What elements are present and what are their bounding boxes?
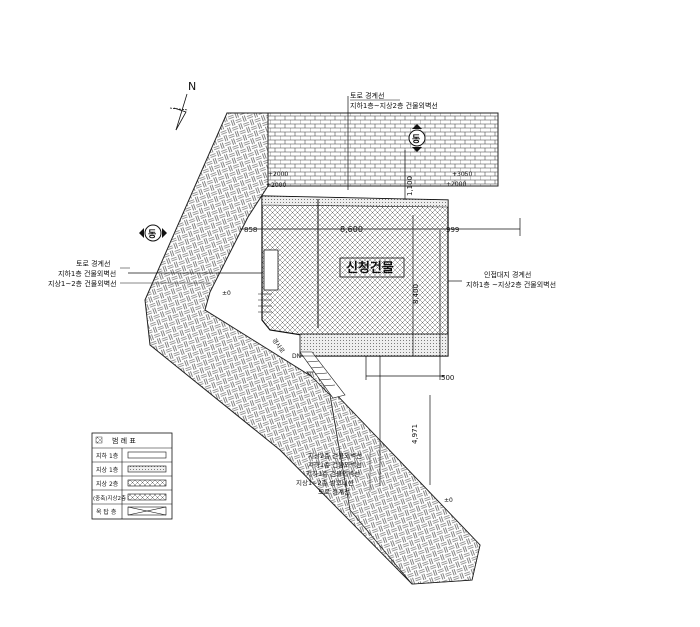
dim-diagonal: 4,971 (411, 424, 419, 444)
dim-right-setback: 999 (446, 226, 459, 234)
entrance-stair (299, 351, 346, 399)
north-label: N (188, 80, 196, 93)
dimension-lines (128, 96, 521, 486)
callout-bottom-3: 지하1층 건물외벽선 (306, 469, 360, 478)
callout-road-top-2: 지하1층~지상2층 건물외벽선 (350, 101, 438, 110)
north-arrow (169, 93, 189, 131)
road-marker-west: 동 (139, 224, 167, 242)
callout-bottom-5: 도로 경계선 (318, 487, 350, 496)
dim-width: 8,600 (340, 225, 363, 234)
dim-left-setback: 858 (244, 226, 257, 234)
legend-row-5: 옥 탑 층 (96, 508, 117, 516)
callout-road-left-1: 토로 경계선 (76, 259, 110, 268)
callout-bottom-2: 지하1층 건물외벽선 (308, 460, 362, 469)
legend-title: 범 례 표 (112, 436, 136, 445)
elev-top-right: +3050 (452, 171, 472, 178)
callout-neighbor-right: 인접대지 경계선 지하1층 ~지상2층 건물외벽선 (466, 270, 556, 289)
building-label-box (339, 257, 405, 278)
dim-top-setback: 1,100 (406, 176, 414, 196)
stair-label: DN (292, 353, 301, 360)
dim-bottom-offset: 500 (441, 374, 454, 382)
callout-road-left: 토로 경계선 지하1층 건물외벽선 지상1~2층 건물외벽선 (48, 259, 210, 288)
dim-depth: 8,400 (412, 284, 420, 304)
legend-row-1: 지하 1층 (96, 452, 119, 460)
callout-bottom-4: 지상1~2층 발코니선 (296, 478, 354, 487)
elev-top-left-sub: +2000 (266, 182, 286, 189)
callout-bottom-1: 지상2층 건물외벽선 (308, 451, 362, 460)
road-marker-west-label: 동 (148, 229, 156, 240)
legend-row-2: 지상 1층 (96, 466, 119, 474)
callout-neighbor-2: 지하1층 ~지상2층 건물외벽선 (466, 280, 556, 289)
elev-top-right-sub: +2000 (446, 181, 466, 188)
building-label: 신청건물 (346, 260, 394, 276)
building-footprint (258, 195, 449, 357)
callout-bottom: 지상2층 건물외벽선 지하1층 건물외벽선 지하1층 건물외벽선 지상1~2층 … (296, 451, 371, 496)
callout-neighbor-1: 인접대지 경계선 (484, 270, 531, 279)
callout-road-top: 토로 경계선 지하1층~지상2층 건물외벽선 (350, 91, 438, 110)
legend: 범 례 표 지하 1층 지상 1층 지상 2층 (중축)지상2층 옥 탑 층 (91, 432, 173, 520)
road-marker-east-label: 동 (412, 134, 420, 145)
callout-road-top-1: 토로 경계선 (350, 91, 384, 100)
road-marker-east: 동 (408, 124, 426, 152)
legend-row-4: (중축)지상2층 (93, 494, 126, 502)
road-lower (306, 371, 481, 585)
callout-road-left-2: 지하1층 건물외벽선 (58, 269, 116, 278)
elev-bottom-zero: ±0 (444, 497, 453, 504)
elev-top-left: +2000 (268, 171, 288, 178)
elev-left-zero: ±0 (222, 290, 231, 297)
legend-row-3: 지상 2층 (96, 480, 119, 488)
callout-road-left-3: 지상1~2층 건물외벽선 (48, 279, 117, 288)
